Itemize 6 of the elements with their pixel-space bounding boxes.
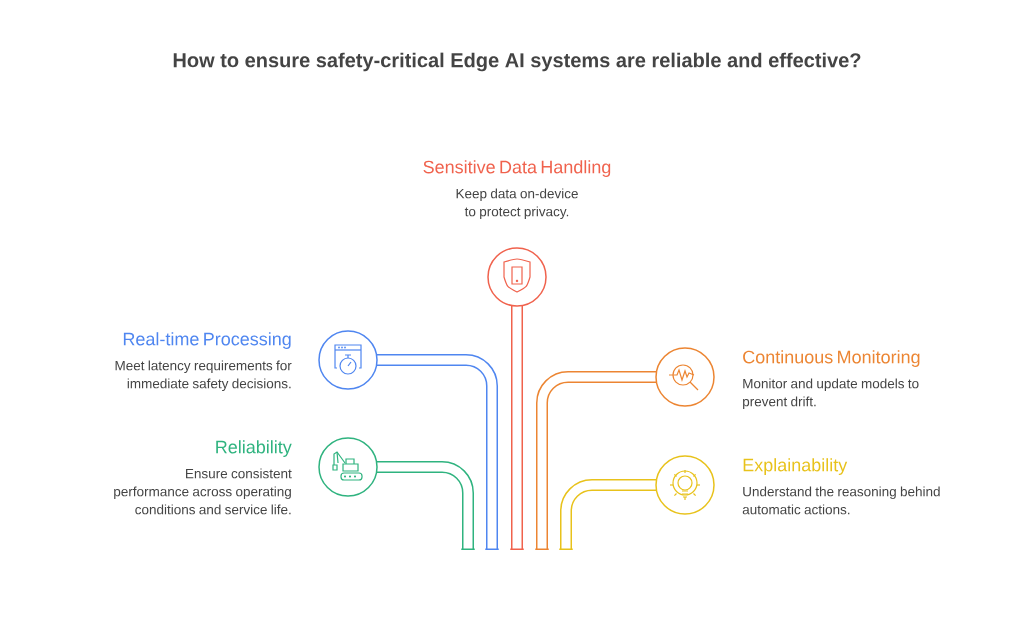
topic-text: Sensitive Data Handling Keep data on-device to protect privacy. xyxy=(423,160,611,220)
topic-text: Continuous Monitoring Monitor and update models to prevent drift. xyxy=(743,350,920,410)
topic-text: Reliability Ensure consistent performance across operating conditions and service life. xyxy=(114,440,292,515)
topic-text: Explainability Understand the reasoning behind automatic actions. xyxy=(742,458,940,515)
title: How to ensure safety-critical Edge AI systems are reliable and effective? xyxy=(173,52,861,72)
topic-text: Real-time Processing Meet latency requirements for immediate safety decisions. xyxy=(115,332,292,392)
